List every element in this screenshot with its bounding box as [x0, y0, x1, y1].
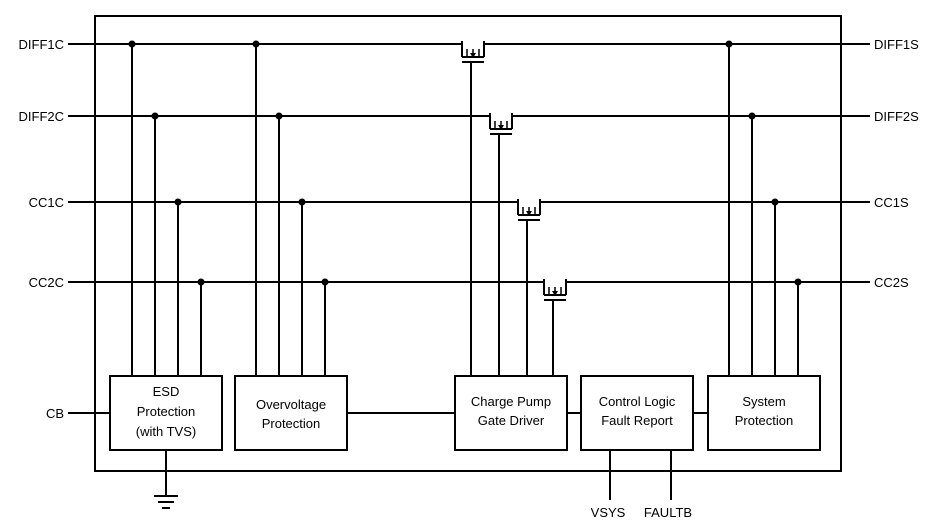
- mosfet-switch-icon: [517, 198, 541, 221]
- signal-lines: [68, 43, 870, 283]
- mosfet-switch-icon: [543, 278, 567, 301]
- pin-label-diff1c: DIFF1C: [19, 37, 65, 52]
- system-protection-block: [707, 375, 821, 451]
- pin-label-cc1s: CC1S: [874, 195, 909, 210]
- ovp-label-line1: Overvoltage: [256, 397, 326, 412]
- pin-label-diff2s: DIFF2S: [874, 109, 919, 124]
- ctrl-label-line2: Fault Report: [601, 413, 673, 428]
- pin-label-cc2c: CC2C: [29, 275, 64, 290]
- pin-label-cc1c: CC1C: [29, 195, 64, 210]
- esd-label-line1: ESD: [153, 384, 180, 399]
- junction-dots: [128, 40, 802, 286]
- pin-label-diff1s: DIFF1S: [874, 37, 919, 52]
- esd-protection-block: [109, 375, 223, 451]
- esd-label-line2: Protection: [137, 404, 196, 419]
- ctrl-label-line1: Control Logic: [599, 394, 676, 409]
- chip-boundary: [94, 15, 842, 472]
- pin-label-diff2c: DIFF2C: [19, 109, 65, 124]
- control-logic-block: [580, 375, 694, 451]
- pin-label-cb: CB: [46, 406, 64, 421]
- overvoltage-protection-block: [234, 375, 348, 451]
- esd-label-line3: (with TVS): [136, 424, 196, 439]
- mosfet-switch-icon: [489, 112, 513, 135]
- mosfet-switch-icon: [461, 40, 485, 63]
- pin-label-cc2s: CC2S: [874, 275, 909, 290]
- pin-label-vsys: VSYS: [591, 505, 626, 520]
- tap-lines: [131, 44, 799, 376]
- ovp-label-line2: Protection: [262, 416, 321, 431]
- sys-label-line2: Protection: [735, 413, 794, 428]
- pin-label-faultb: FAULTB: [644, 505, 692, 520]
- ground-icon: [154, 450, 178, 509]
- sys-label-line1: System: [742, 394, 785, 409]
- charge-pump-block: [454, 375, 568, 451]
- cp-label-line2: Gate Driver: [478, 413, 545, 428]
- cp-label-line1: Charge Pump: [471, 394, 551, 409]
